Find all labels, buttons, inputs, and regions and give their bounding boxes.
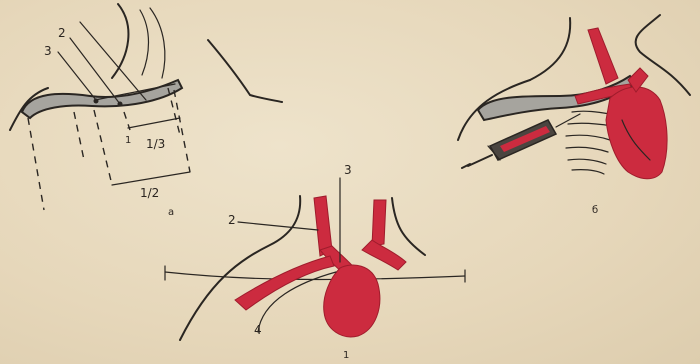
bracket-half [112, 172, 190, 185]
panel-a: 3 2 1 1/3 1/2 а [10, 4, 190, 218]
panel-label-b: б [592, 205, 598, 216]
neck-contour-a3 [150, 8, 165, 78]
rib-2 [568, 123, 612, 126]
point-2-a [118, 102, 123, 107]
neck-contour-1-right [392, 198, 425, 255]
label-third: 1/3 [146, 137, 165, 151]
rib-5 [568, 159, 606, 164]
neck-contour-b-right [636, 15, 690, 95]
label-half: 1/2 [140, 186, 159, 200]
label-4-1: 4 [254, 323, 262, 337]
rib-3 [566, 135, 610, 140]
point-3-a [94, 99, 99, 104]
syringe [462, 114, 580, 168]
bracket-third [128, 118, 180, 128]
label-1-a: 1 [125, 135, 131, 146]
neck-contour-a [112, 4, 128, 78]
shoulder-contour-mid [208, 40, 282, 102]
rib-6 [572, 170, 604, 174]
label-3-a: 3 [44, 44, 52, 58]
dash-line-3 [94, 110, 112, 185]
heart-1 [324, 265, 380, 337]
rib-1 [572, 111, 610, 114]
pointer-3-a [58, 52, 96, 100]
jugular-vein-b [588, 28, 618, 84]
label-2-1: 2 [228, 213, 236, 227]
panel-label-a: а [168, 207, 174, 218]
rib-4 [566, 147, 608, 152]
pointer-2-1 [238, 222, 318, 230]
panel-1: 3 2 4 1 [165, 163, 465, 361]
pointer-1-a [80, 22, 146, 100]
dash-line-6 [174, 90, 190, 172]
dash-line-2 [74, 112, 84, 160]
label-2-a: 2 [58, 26, 66, 40]
neck-contour-b-left [530, 18, 570, 80]
heart-b [606, 87, 667, 179]
subclavian-vein-1 [235, 256, 334, 310]
dash-line-1 [28, 118, 44, 210]
neck-contour-a2 [140, 10, 149, 75]
label-3-1: 3 [344, 163, 352, 177]
internal-jugular-right-1 [372, 200, 386, 246]
panel-b: б [458, 15, 690, 216]
panel-label-1: 1 [343, 350, 349, 361]
neck-contour-1-left [180, 196, 300, 340]
